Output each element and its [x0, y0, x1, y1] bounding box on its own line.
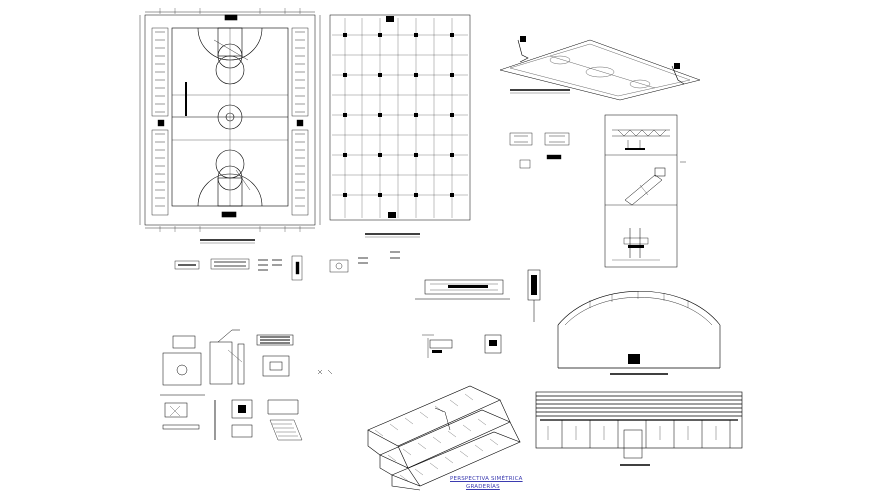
bleachers-caption-subtitle: GRADERÍAS: [466, 484, 500, 490]
arch-elevation: [557, 291, 721, 375]
beam-details: [415, 269, 541, 358]
court-perspective: [499, 36, 701, 101]
bleachers-perspective: [367, 385, 521, 491]
column-grid-plan: [329, 14, 471, 238]
anchor-details: [509, 132, 570, 169]
front-elevation: [535, 391, 743, 466]
basketball-post-details: [160, 329, 333, 441]
bleachers-caption-title: PERSPECTIVA SIMÉTRICA: [450, 476, 523, 482]
column-markers: [343, 16, 454, 218]
notes-blocks: [174, 251, 400, 281]
side-bleachers: [151, 27, 309, 216]
court-plan-view: [139, 8, 321, 244]
truss-details: [604, 114, 686, 268]
basketball-court: [171, 27, 289, 207]
